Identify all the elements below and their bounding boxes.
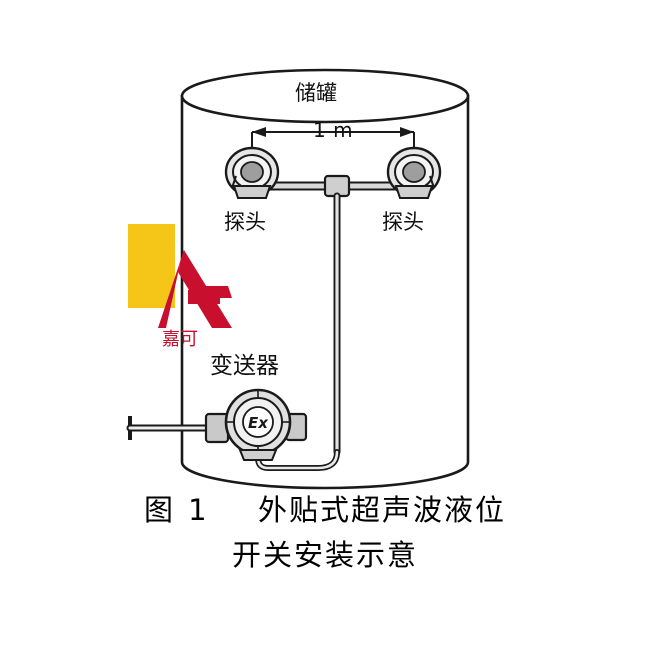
- brand-watermark: 嘉可: [128, 224, 232, 352]
- figure-caption: 图 1 外贴式超声波液位 开关安装示意: [0, 488, 650, 578]
- label-tank: 储罐: [295, 81, 337, 105]
- caption-line-2: 开关安装示意: [231, 537, 418, 572]
- ex-marking: Ex: [248, 414, 269, 432]
- watermark-red-mark: [158, 250, 232, 328]
- label-transmitter: 变送器: [210, 353, 279, 379]
- caption-text-line-1: 外贴式超声波液位: [258, 493, 507, 527]
- probe-left: [224, 146, 280, 199]
- watermark-brand-text: 嘉可: [162, 329, 198, 350]
- transmitter: Ex: [126, 388, 308, 461]
- probe-right: [386, 146, 442, 199]
- caption-figure-number: 图 1: [143, 493, 210, 527]
- label-probe-right: 探头: [382, 210, 424, 234]
- label-span-dimension: 1 m: [313, 118, 354, 142]
- caption-line-1: 图 1 外贴式超声波液位: [0, 488, 650, 533]
- label-probe-left: 探头: [224, 210, 266, 234]
- watermark-yellow-block: [128, 224, 175, 308]
